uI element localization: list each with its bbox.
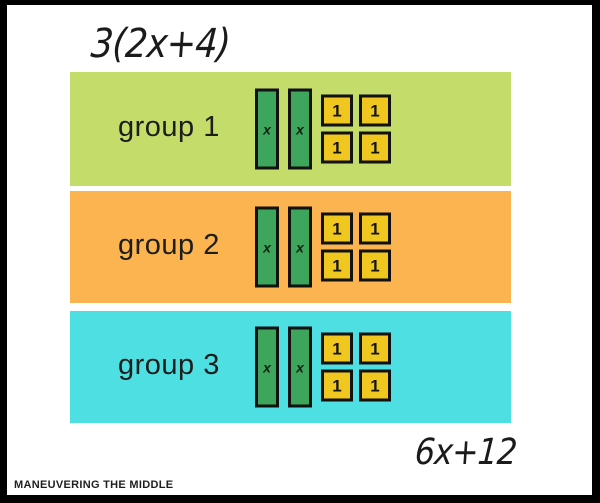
unit-tile: 1 [359, 249, 391, 282]
factored-expression: 3(2x+4) [89, 21, 232, 67]
unit-tile: 1 [321, 249, 353, 282]
unit-tile-label: 1 [332, 101, 342, 120]
x-tile-label: x [296, 359, 304, 375]
canvas: 3(2x+4) group 1 x x 1 1 1 1 [7, 5, 592, 495]
unit-tile: 1 [359, 131, 391, 164]
unit-tile-label: 1 [332, 339, 342, 358]
watermark-text: MANEUVERING THE MIDDLE [14, 479, 174, 491]
unit-tile: 1 [321, 212, 353, 245]
unit-tile-grid: 1 1 1 1 [321, 332, 391, 402]
x-tile-label: x [263, 121, 271, 137]
unit-tile-grid: 1 1 1 1 [321, 94, 391, 164]
unit-tile: 1 [359, 332, 391, 365]
unit-tile: 1 [359, 212, 391, 245]
unit-tile: 1 [321, 131, 353, 164]
group-1-tiles: x x 1 1 1 1 [255, 88, 391, 170]
unit-tile-grid: 1 1 1 1 [321, 212, 391, 282]
unit-tile-label: 1 [332, 256, 342, 275]
group-3-label: group 3 [118, 349, 220, 382]
unit-tile-label: 1 [370, 339, 380, 358]
expanded-expression: 6x+12 [413, 432, 518, 473]
unit-tile-label: 1 [332, 138, 342, 157]
unit-tile: 1 [321, 332, 353, 365]
x-tile: x [288, 206, 312, 288]
group-2-label: group 2 [118, 229, 220, 262]
group-1-label: group 1 [118, 111, 220, 144]
unit-tile-label: 1 [370, 138, 380, 157]
group-2-band: group 2 x x 1 1 1 1 [70, 191, 511, 303]
x-tile: x [255, 206, 279, 288]
x-tile: x [288, 88, 312, 170]
group-3-tiles: x x 1 1 1 1 [255, 326, 391, 408]
unit-tile-label: 1 [370, 219, 380, 238]
x-tile: x [255, 88, 279, 170]
group-1-band: group 1 x x 1 1 1 1 [70, 72, 511, 186]
unit-tile: 1 [359, 94, 391, 127]
unit-tile-label: 1 [332, 376, 342, 395]
unit-tile: 1 [321, 94, 353, 127]
x-tile-label: x [296, 121, 304, 137]
unit-tile-label: 1 [332, 219, 342, 238]
unit-tile: 1 [359, 369, 391, 402]
unit-tile-label: 1 [370, 256, 380, 275]
unit-tile-label: 1 [370, 376, 380, 395]
group-3-band: group 3 x x 1 1 1 1 [70, 311, 511, 423]
x-tile-label: x [263, 359, 271, 375]
group-2-tiles: x x 1 1 1 1 [255, 206, 391, 288]
unit-tile: 1 [321, 369, 353, 402]
x-tile-label: x [296, 239, 304, 255]
unit-tile-label: 1 [370, 101, 380, 120]
x-tile: x [255, 326, 279, 408]
x-tile: x [288, 326, 312, 408]
x-tile-label: x [263, 239, 271, 255]
